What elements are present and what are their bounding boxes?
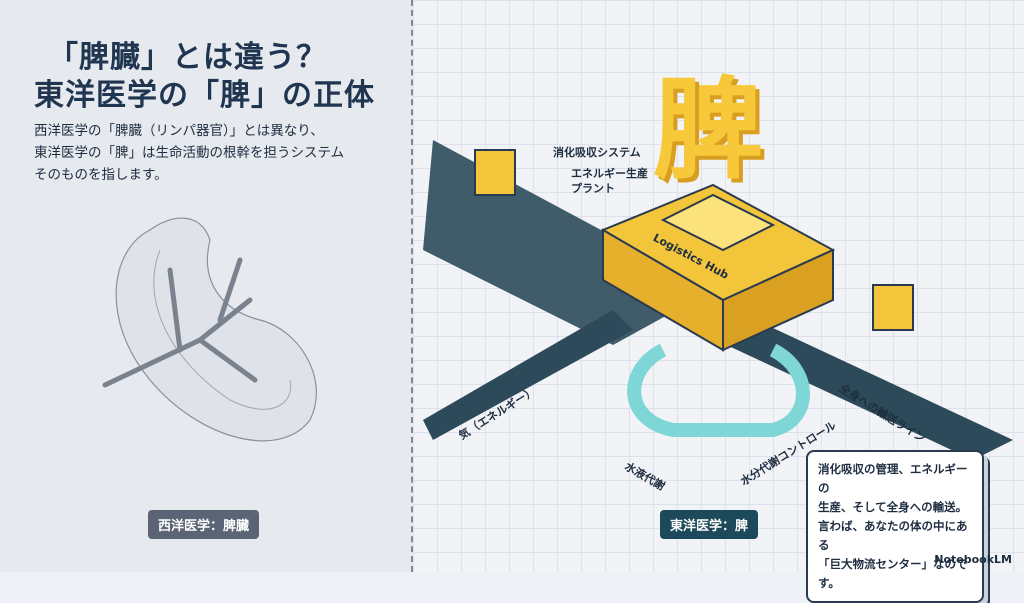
- note-line: 言わば、あなたの体の中にある: [818, 519, 968, 552]
- note-line: 生産、そして全身への輸送。: [818, 500, 968, 514]
- eastern-medicine-badge: 東洋医学：脾: [660, 510, 759, 539]
- divider: [411, 0, 413, 572]
- label-digestion: 消化吸収システム: [553, 146, 641, 159]
- description: 西洋医学の「脾臓（リンパ器官）」とは異なり、 東洋医学の「脾」は生命活動の根幹を…: [34, 120, 344, 186]
- title-line-2: 東洋医学の「脾」の正体: [34, 78, 375, 113]
- right-panel: 脾 Logistics Hub 消化吸収システム エネルギー生産 プラント 気（…: [413, 0, 1024, 572]
- spleen-wireframe-illustration: [102, 217, 317, 442]
- title-line-1: 「脾臓」とは違う？: [48, 40, 327, 75]
- notebooklm-logo: NotebookLM: [934, 553, 1012, 566]
- logistics-hub-illustration: [423, 140, 1013, 460]
- big-character: 脾: [653, 66, 763, 194]
- desc-line: そのものを指します。: [34, 167, 168, 183]
- summary-note: 消化吸収の管理、エネルギーの 生産、そして全身への輸送。 言わば、あなたの体の中…: [806, 450, 984, 603]
- desc-line: 西洋医学の「脾臓（リンパ器官）」とは異なり、: [34, 123, 324, 139]
- label-energy-plant: エネルギー生産 プラント: [571, 167, 648, 195]
- western-medicine-badge: 西洋医学：脾臓: [148, 510, 260, 539]
- left-panel: 「脾臓」とは違う？ 東洋医学の「脾」の正体 西洋医学の「脾臓（リンパ器官）」とは…: [0, 0, 412, 572]
- note-line: 消化吸収の管理、エネルギーの: [818, 462, 968, 495]
- desc-line: 東洋医学の「脾」は生命活動の根幹を担うシステム: [34, 145, 345, 161]
